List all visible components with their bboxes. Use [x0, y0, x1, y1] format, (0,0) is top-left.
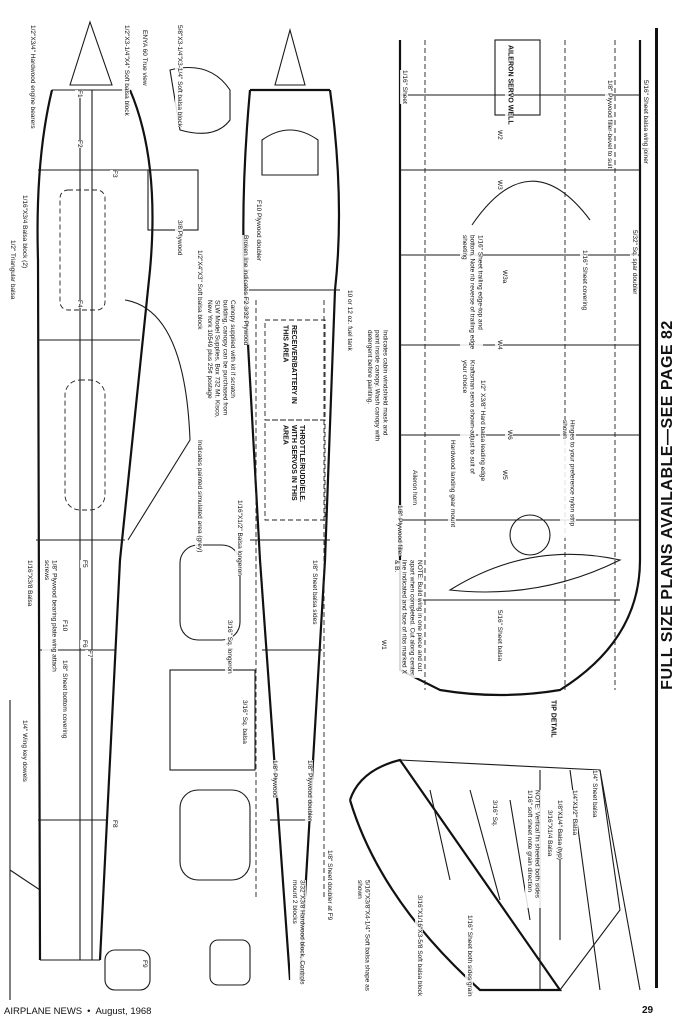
plan-callout-label: F8	[110, 820, 118, 828]
plan-callout-label: F10 Plywood doubler	[254, 200, 262, 262]
plan-callout-label: F1	[75, 90, 83, 98]
plan-callout-label: W3	[495, 180, 503, 190]
plan-callout-label: 1/8" Plywood filler	[395, 505, 403, 557]
plan-callout-label: 1/16"X1/2" Balsa longeron	[235, 500, 243, 576]
plan-callout-label: 1/8" Sheet doubler at F9	[325, 850, 333, 921]
plan-callout-label: 1/16" Sheet trailing edge-top and bottom…	[460, 235, 484, 353]
tail-plan	[348, 758, 641, 992]
plan-callout-label: W2	[495, 130, 503, 140]
plan-callout-label: 1/2"X3/4" Hardwood engine bearers	[28, 25, 36, 129]
plan-callout-label: F3	[110, 170, 118, 178]
plan-callout-label: 5/32" Sq. spar doubler	[630, 230, 638, 295]
spinner-side	[69, 20, 113, 86]
headline-rule	[655, 28, 658, 988]
plan-callout-label: 1/2"X4"X3" Soft balsa block	[195, 250, 203, 330]
plan-callout-label: 3/16" Sq.	[490, 800, 498, 827]
plans-available-headline: FULL SIZE PLANS AVAILABLE—SEE PAGE 82	[659, 320, 676, 690]
plan-callout-label: 1/2"X3-1/4"X4" Soft balsa block	[122, 25, 130, 116]
box-label-throttle: THROTTLE/RUDD/ELE. WITH SERVOS IN THIS A…	[280, 425, 306, 505]
wing-rib-section	[448, 553, 622, 593]
plan-callout-label: 3/16"X1/4 Balsa	[545, 810, 553, 857]
plan-callout-label: F4	[75, 300, 83, 308]
plan-callout-label: F5	[80, 560, 88, 568]
wing-plan	[398, 39, 642, 697]
plan-callout-label: Canopy supplied with kit if scratch buil…	[205, 300, 237, 418]
plan-callout-label: 1/8" Plywood bearing plate wing attach s…	[42, 560, 58, 678]
plan-callout-label: 1/16" Sheet both sides grain	[465, 915, 473, 997]
plan-callout-label: 1/16"X3/4 Balsa block (2)	[20, 195, 28, 269]
plan-callout-label: 1/2" Triangular balsa	[8, 240, 16, 300]
aileron-servo-well	[494, 39, 541, 116]
magazine-name: AIRPLANE NEWS	[4, 1006, 83, 1017]
plan-callout-label: 1/16"X3/8 Balsa	[25, 560, 33, 607]
plan-callout-label: W3a	[500, 270, 508, 284]
former-details	[104, 66, 256, 991]
separator: •	[87, 1006, 91, 1017]
plan-callout-label: Aileron horn	[410, 470, 418, 506]
plan-callout-label: W4	[495, 340, 503, 350]
plan-callout-label: 3/32"X3/8 Hardwood block, Controls mount…	[290, 880, 306, 998]
plan-callout-label: NOTE: Vertical fin sheeted both sides 1/…	[525, 790, 541, 908]
plan-callout-label: 1/8" Plywood	[270, 760, 278, 798]
plan-callout-label: 3/16"X1/16"X3-5/8 Soft balsa block	[415, 895, 423, 997]
plan-callout-label: 5/16" Sheet balsa wing joiner	[641, 80, 649, 164]
plan-callout-label: 1/8" Plywood doubler	[305, 760, 313, 822]
plan-callout-label: W6	[505, 430, 513, 440]
plan-callout-label: 1/8" Plywood filler-bevel to suit	[605, 80, 613, 169]
plan-callout-label: 1/8" Sheet bottom covering	[60, 660, 68, 739]
box-label-receiver: RECEIVER/BATTERY IN THIS AREA	[280, 325, 297, 405]
page-number: 29	[642, 1005, 654, 1016]
spinner-top	[274, 27, 306, 86]
box-label-tip-detail: TIP DETAIL	[548, 700, 557, 738]
plan-callout-label: F2	[75, 140, 83, 148]
plan-callout-label: F9	[140, 960, 148, 968]
plan-callout-label: 5/16" Sheet balsa	[495, 610, 503, 662]
fuselage-side-view	[9, 20, 191, 1000]
plan-callout-label: NOTE: Build wing in one piece and cut ap…	[392, 560, 424, 678]
plan-callout-label: ENYA 60 True view	[140, 30, 148, 86]
plan-callout-label: 3/16" Sq. longeron	[225, 620, 233, 674]
plan-callout-label: F6	[80, 640, 88, 648]
plan-callout-label: 10 or 12 oz. fuel tank	[345, 290, 353, 351]
plan-callout-label: Hinges to your preference nylon strip sh…	[560, 420, 576, 538]
box-label-aileron-servo: AILERON SERVO WELL	[505, 45, 514, 125]
plan-callout-label: 1/8"X1/4" Balsa (typ)	[555, 800, 563, 860]
plan-callout-label: W5	[500, 470, 508, 480]
plan-callout-label: 1/8" Sheet balsa sides	[310, 560, 318, 625]
plan-callout-label: Kraftsman servo shown-adjust to suit of …	[460, 360, 476, 478]
plan-callout-label: 3/8 Plywood	[175, 220, 183, 256]
plan-callout-label: Indicates painted simulated area (grey)	[195, 440, 203, 553]
plan-callout-label: W1	[379, 640, 387, 650]
plan-callout-label: F10	[60, 620, 68, 632]
footer-magazine-credit: AIRPLANE NEWS • August, 1968	[4, 1006, 151, 1017]
plan-callout-label: 1/4" Wing key dowels	[20, 720, 28, 782]
plan-callout-label: 5/8"X3-1/4"X3-1/4" Soft balsa block	[175, 25, 183, 127]
plan-callout-label: Hardwood landing gear mount	[448, 440, 456, 528]
plan-callout-label: 1/4"X1/2" Balsa	[570, 790, 578, 836]
plan-callout-label: 1/16" Sheet covering	[580, 250, 588, 311]
plan-callout-label: Indicates cabin windshield mask and pain…	[365, 330, 389, 448]
plan-callout-label: F7	[85, 650, 93, 658]
plan-callout-label: Broken line indicates F2 3/32 Plywood	[241, 235, 249, 346]
plan-callout-label: 1/16" Sheet	[400, 70, 408, 104]
plan-callout-label: 5/16"X3/8"X4-1/4" Soft balsa shape as sh…	[355, 880, 371, 998]
plan-callout-label: 3/16" Sq. balsa	[240, 700, 248, 744]
plan-callout-label: 1/4" Sheet balsa	[590, 770, 598, 818]
fuselage-top-view	[242, 27, 341, 981]
plan-callout-label: 1/2" X3/8" Hard balsa leading edge	[478, 380, 486, 482]
issue-date: August, 1968	[95, 1006, 152, 1017]
